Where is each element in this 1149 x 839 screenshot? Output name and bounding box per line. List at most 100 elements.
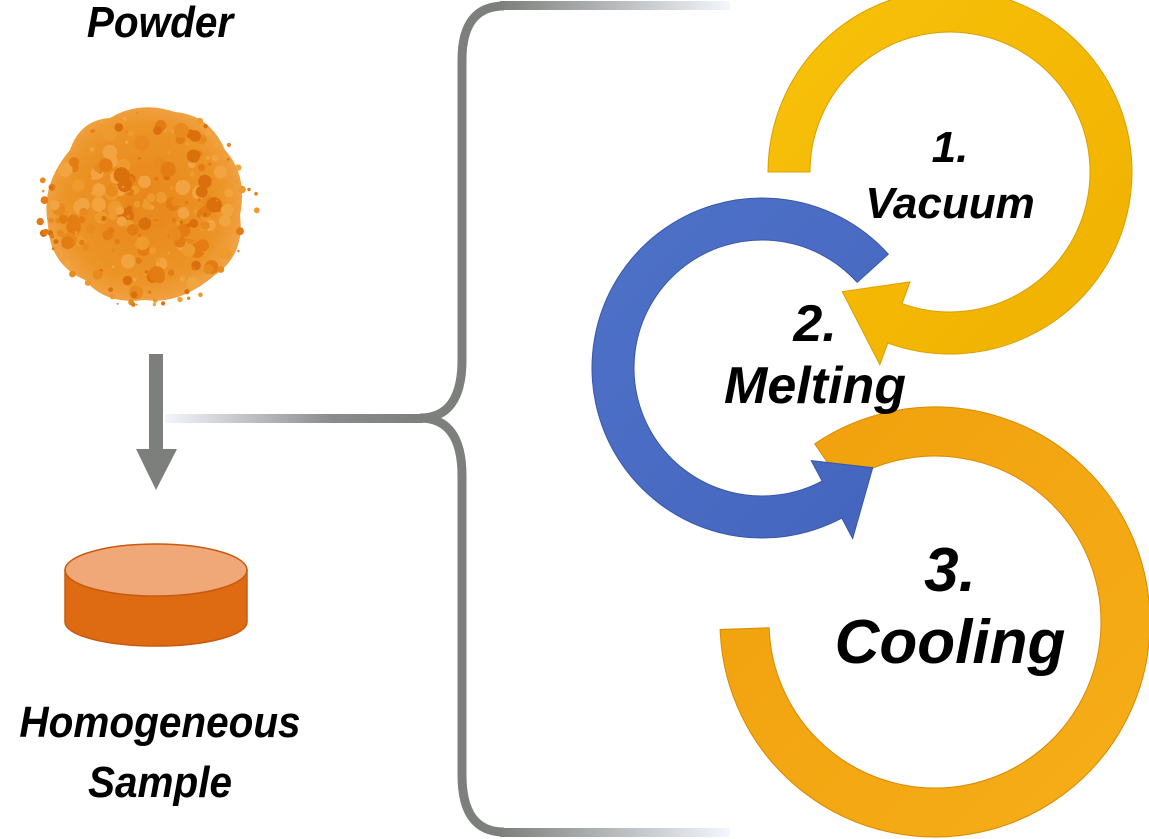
powder-grain <box>61 236 75 250</box>
powder-grain <box>177 296 183 303</box>
powder-grain <box>176 221 180 226</box>
powder-grain <box>102 230 113 241</box>
powder-grain <box>111 249 115 253</box>
powder-grain <box>71 179 85 192</box>
powder-grain <box>150 205 155 210</box>
pellet-sample-icon <box>64 543 248 647</box>
step-1-label: 1. Vacuum <box>830 120 1070 232</box>
powder-grain <box>148 266 165 282</box>
powder-grain <box>226 142 231 148</box>
powder-grain <box>109 293 116 300</box>
powder-grain <box>237 249 240 253</box>
step-2-label: 2. Melting <box>690 293 940 417</box>
powder-grain <box>186 142 189 145</box>
powder-grain <box>90 129 94 133</box>
powder-grain <box>171 217 177 223</box>
powder-grain <box>84 279 92 286</box>
powder-grain <box>134 135 150 151</box>
powder-grain <box>63 260 71 267</box>
powder-grain <box>186 149 200 163</box>
powder-grain <box>40 196 49 205</box>
powder-grain <box>76 197 90 211</box>
cooling-ring-arrow <box>719 406 1149 838</box>
powder-grain <box>149 247 157 255</box>
powder-grain <box>114 238 121 245</box>
powder-grain <box>138 217 152 231</box>
powder-grain <box>205 129 213 137</box>
step-1-name: Vacuum <box>865 179 1035 228</box>
powder-grain <box>203 212 208 217</box>
powder-grain <box>88 175 92 179</box>
powder-grain <box>101 126 117 142</box>
step-3-number: 3. <box>924 536 976 605</box>
powder-grain <box>214 142 219 147</box>
powder-grain <box>168 227 182 241</box>
powder-grain <box>184 289 190 295</box>
powder-grain <box>138 175 151 189</box>
powder-grain <box>203 124 208 129</box>
powder-grain <box>78 216 86 224</box>
powder-grain <box>198 164 206 172</box>
powder-grain <box>122 275 133 286</box>
powder-grain <box>153 126 163 135</box>
step-3-name: Cooling <box>834 608 1066 677</box>
powder-grain <box>79 207 88 217</box>
powder-grain <box>161 301 166 306</box>
powder-grain <box>254 192 258 196</box>
powder-grain <box>179 220 184 224</box>
step-1-number: 1. <box>931 123 969 172</box>
powder-grain <box>198 174 212 189</box>
powder-grain <box>211 154 219 162</box>
powder-grain <box>79 239 85 246</box>
powder-grain <box>139 206 144 211</box>
powder-grain <box>235 164 242 171</box>
powder-grain <box>193 209 198 214</box>
powder-grain <box>80 131 84 134</box>
powder-grain <box>169 186 174 190</box>
powder-grain <box>197 198 201 202</box>
powder-grain <box>189 130 201 142</box>
melting-curved-arrow <box>591 197 890 540</box>
powder-grain <box>141 200 151 210</box>
powder-grain <box>182 243 196 257</box>
powder-grain <box>175 179 191 195</box>
powder-grain <box>42 228 49 235</box>
sample-label-line1: Homogeneous <box>19 698 301 747</box>
homogeneous-sample-label: Homogeneous Sample <box>13 693 307 813</box>
down-arrow-icon <box>136 354 177 490</box>
powder-grain <box>56 229 64 237</box>
powder-grain <box>127 130 134 137</box>
powder-grain <box>39 177 46 184</box>
powder-grain <box>189 218 199 228</box>
powder-grain <box>191 267 196 271</box>
powder-grain <box>173 122 189 138</box>
powder-grain <box>160 161 176 177</box>
powder-grain <box>177 207 190 219</box>
powder-grain <box>219 247 232 260</box>
powder-grain <box>130 291 138 299</box>
powder-grain <box>36 217 44 226</box>
powder-grain <box>108 287 114 292</box>
powder-grain <box>238 185 246 194</box>
powder-grain <box>41 189 45 193</box>
powder-grain <box>135 257 142 264</box>
powder-grain <box>198 292 203 298</box>
powder-grain <box>89 146 95 152</box>
powder-grain <box>218 189 221 193</box>
powder-grain <box>121 185 125 189</box>
powder-grain <box>167 251 171 255</box>
powder-grain <box>184 200 189 205</box>
powder-grain <box>111 265 115 269</box>
powder-grain <box>68 157 80 168</box>
powder-grain <box>49 200 60 211</box>
powder-grain <box>138 157 141 160</box>
powder-grain <box>135 236 150 251</box>
powder-grain <box>152 298 158 303</box>
powder-grain <box>215 199 218 202</box>
powder-grain <box>120 254 136 269</box>
powder-grain <box>125 130 128 134</box>
powder-grain <box>136 111 139 114</box>
powder-grain <box>168 269 175 276</box>
sample-label-line2: Sample <box>87 758 232 807</box>
powder-grain <box>206 197 222 213</box>
